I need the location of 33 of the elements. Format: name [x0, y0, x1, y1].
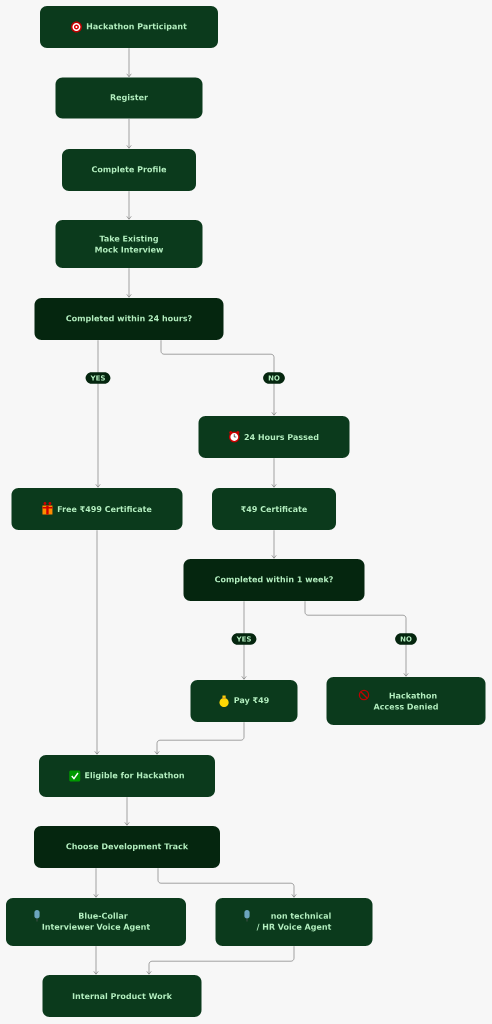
arrow	[146, 945, 295, 975]
arrow	[93, 945, 99, 975]
arrow	[93, 867, 99, 898]
process-box: 24 Hours Passed	[198, 416, 350, 458]
arrow	[124, 796, 130, 826]
arrow	[271, 457, 277, 488]
process-box: Pay ₹49	[190, 680, 298, 722]
arrow	[126, 190, 132, 220]
arrow	[94, 529, 100, 755]
arrow	[271, 529, 277, 559]
arrow	[95, 339, 101, 488]
process-box: Register	[55, 77, 203, 119]
arrow	[154, 721, 245, 755]
process-box: Hackathon Participant	[40, 6, 218, 48]
decision-box: Completed within 24 hours?	[34, 298, 224, 340]
process-box: ₹49 Certificate	[212, 488, 336, 530]
process-box: Take Existing Mock Interview	[55, 220, 203, 268]
process-box: Internal Product Work	[42, 975, 202, 1017]
process-box: Free ₹499 Certificate	[11, 488, 183, 530]
process-box: Hackathon Access Denied	[326, 677, 486, 725]
process-box: Complete Profile	[62, 149, 196, 191]
arrow	[304, 600, 409, 677]
arrow	[126, 118, 132, 149]
arrow	[160, 339, 277, 416]
process-box: Eligible for Hackathon	[39, 755, 215, 797]
decision-box: Completed within 1 week?	[183, 559, 365, 601]
process-box: Blue-Collar Interviewer Voice Agent	[6, 898, 186, 946]
decision-box: Choose Development Track	[34, 826, 220, 868]
arrow	[126, 267, 132, 298]
arrow	[241, 600, 247, 680]
arrow	[157, 867, 297, 898]
arrow	[126, 47, 132, 78]
process-box: non technical / HR Voice Agent	[215, 898, 373, 946]
